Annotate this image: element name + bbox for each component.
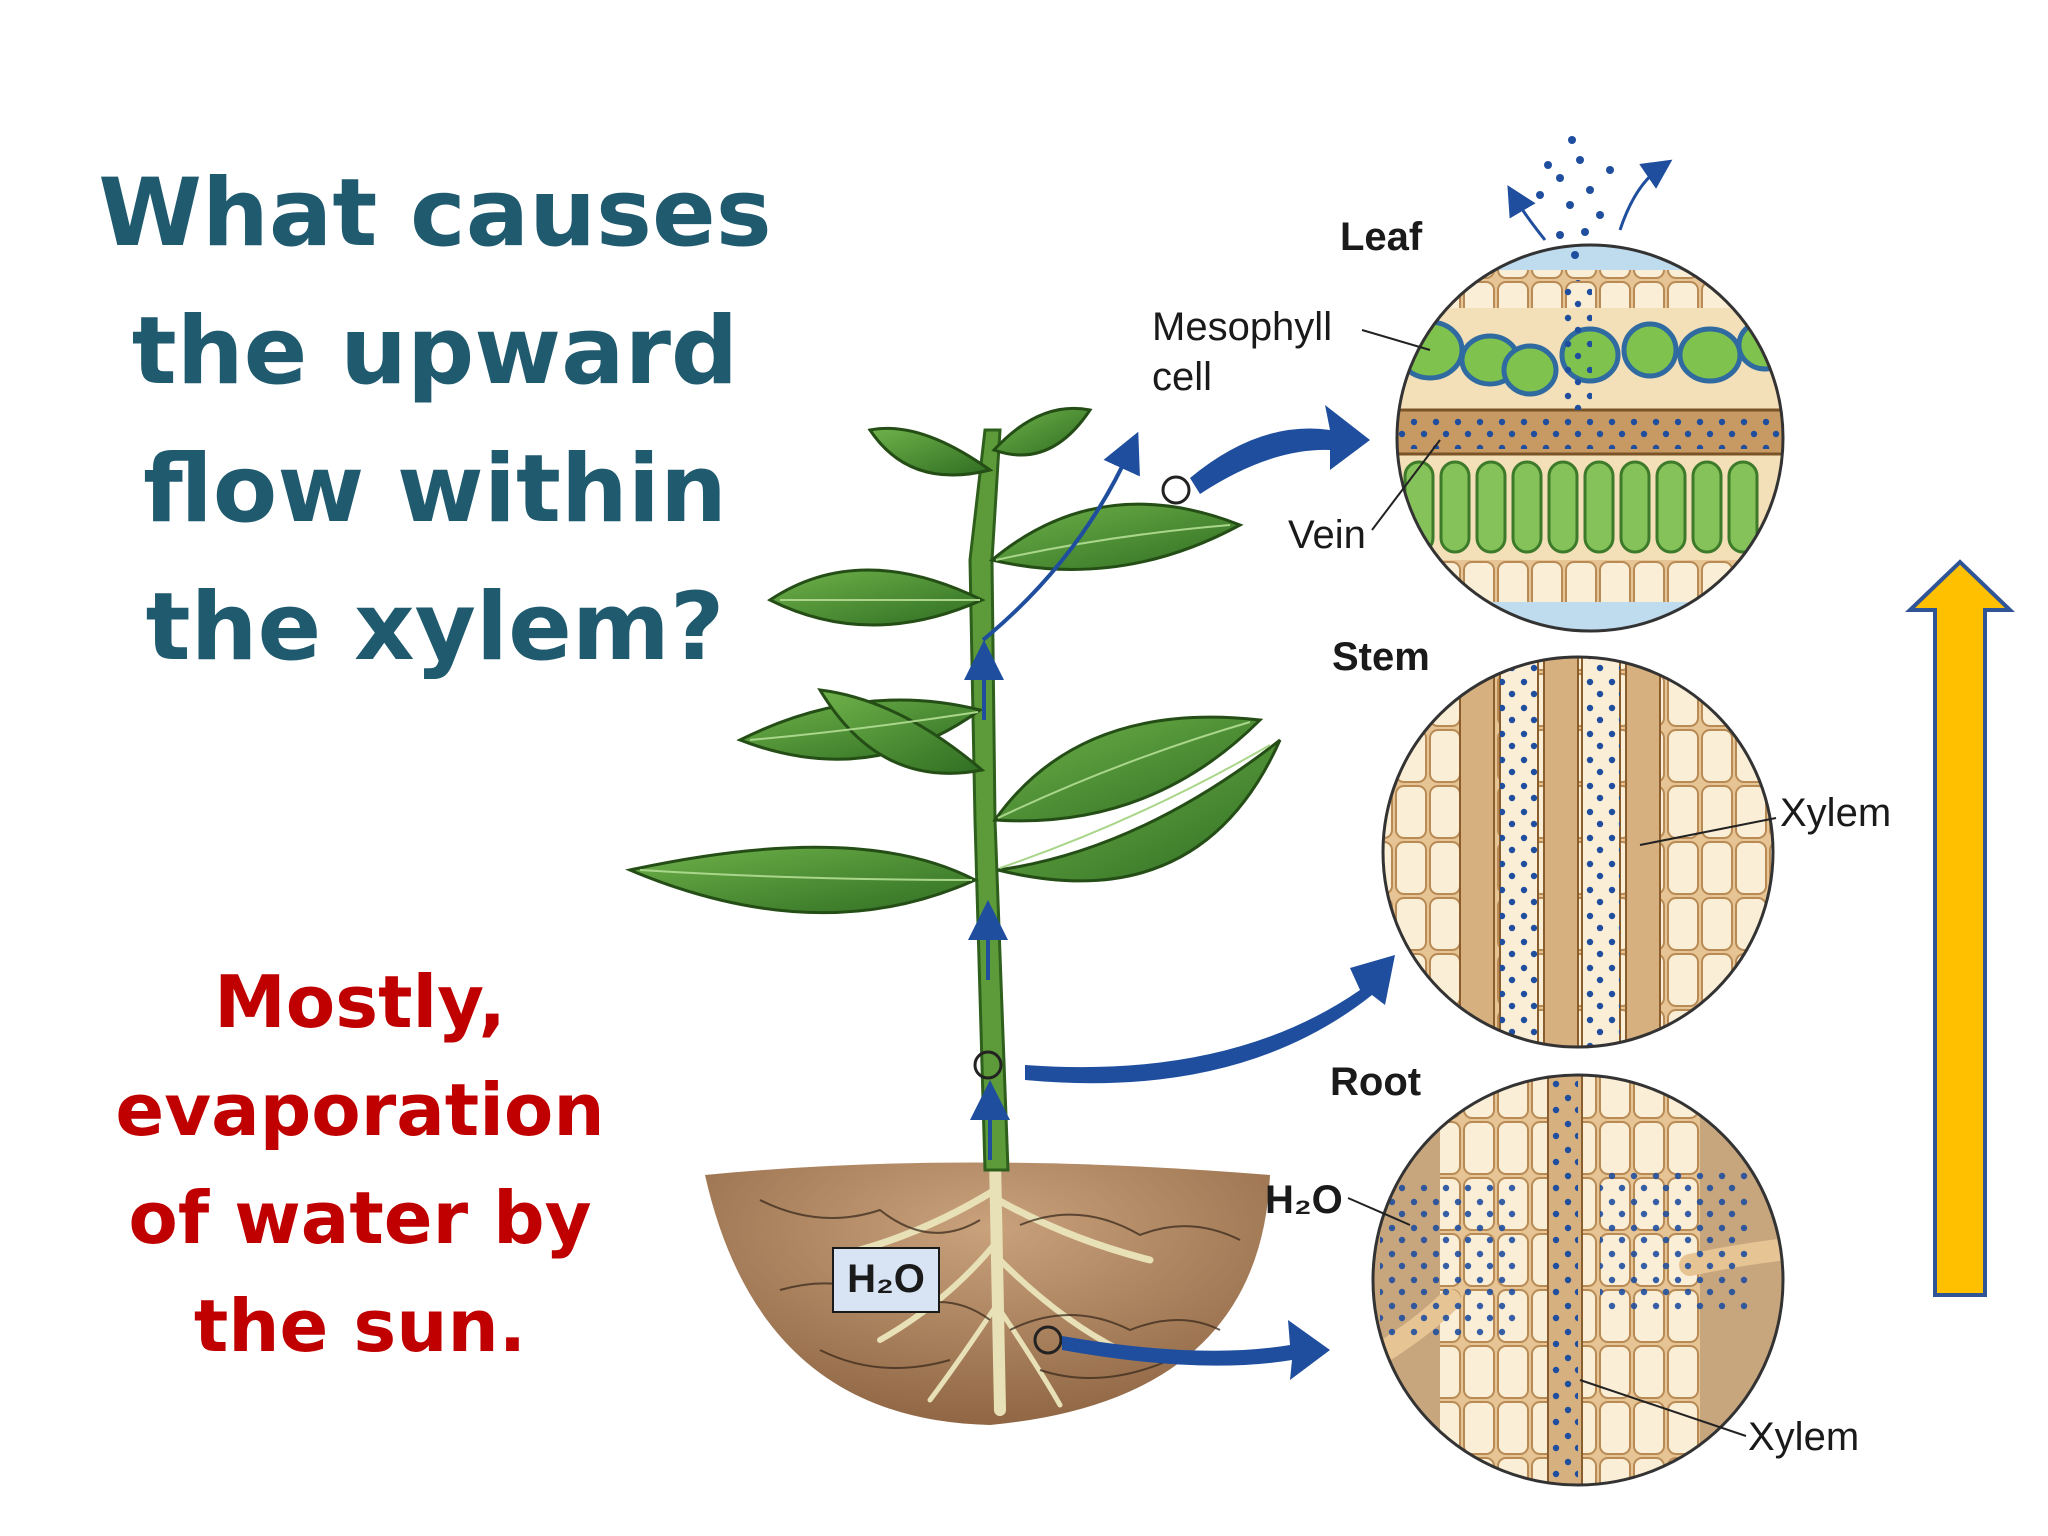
root-marker [1033, 1325, 1063, 1355]
slide-question: What causes the upward flow within the x… [95, 145, 775, 697]
stem-xylem-label: Xylem [1780, 791, 1891, 835]
answer-line-1: Mostly, [214, 960, 506, 1044]
stem-cross-section [1383, 657, 1773, 1047]
vein-pointer [1371, 439, 1441, 531]
leaf-veins [639, 524, 1271, 881]
root-xylem-label: Xylem [1748, 1415, 1859, 1459]
mesophyll-pointer [1361, 329, 1431, 351]
root-system [856, 1154, 1154, 1416]
stem-marker [973, 1050, 1003, 1080]
root-circle-border [1371, 1073, 1785, 1487]
root-cross-section [1373, 1075, 1783, 1485]
question-line-3: flow within [143, 435, 727, 544]
stem-xylem-pointer [1639, 817, 1777, 846]
mesophyll-label-line-2: cell [1152, 355, 1212, 399]
leaf-label: Leaf [1340, 215, 1423, 259]
leaf-cross-section [1397, 245, 1783, 631]
zoom-arrows [1025, 405, 1395, 1380]
plant-stem [968, 428, 1010, 1172]
question-line-4: the xylem? [145, 573, 725, 682]
mesophyll-label-line-1: Mesophyll [1152, 305, 1332, 349]
root-xylem-pointer [1579, 1379, 1747, 1437]
transpiration-arrow-left [1507, 185, 1547, 241]
transpiration-dots [1536, 136, 1614, 259]
soil-h2o-box [832, 1247, 940, 1313]
answer-line-4: the sun. [193, 1284, 527, 1368]
root-label: Root [1330, 1060, 1421, 1104]
root-h2o-pointer [1347, 1197, 1411, 1226]
leaf-circle-border [1395, 243, 1785, 633]
soil-h2o-label: H₂O [847, 1257, 925, 1301]
stem-circle-border [1381, 655, 1775, 1049]
stem-flow-arrows [964, 431, 1140, 1160]
soil-mound [705, 1162, 1270, 1425]
plant-leaves [625, 406, 1282, 915]
answer-line-3: of water by [128, 1176, 592, 1260]
answer-line-2: evaporation [115, 1068, 605, 1152]
stem-label: Stem [1332, 635, 1430, 679]
vein-label: Vein [1288, 513, 1366, 557]
upward-flow-arrow [1905, 559, 2015, 1297]
question-line-2: the upward [131, 297, 739, 406]
slide-answer: Mostly, evaporation of water by the sun. [110, 948, 610, 1380]
transpiration-arrow-right [1618, 159, 1673, 231]
question-line-1: What causes [98, 159, 772, 268]
leaf-marker [1161, 475, 1191, 505]
root-h2o-label: H₂O [1265, 1178, 1343, 1222]
